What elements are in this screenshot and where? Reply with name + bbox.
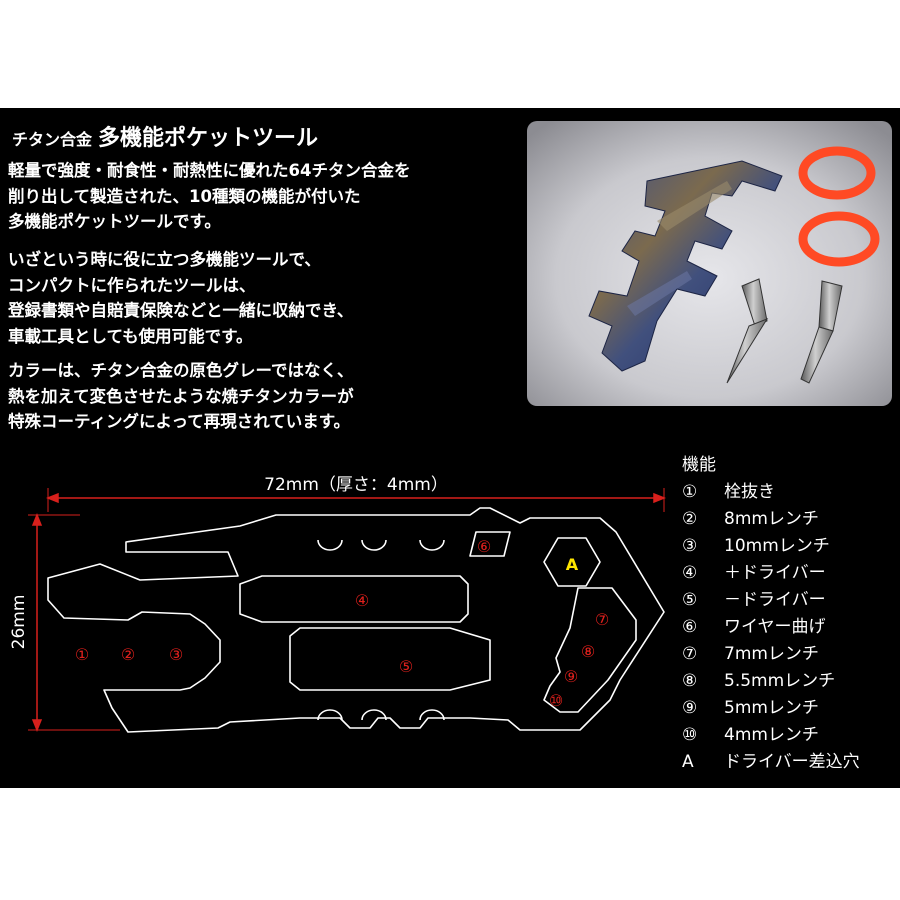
width-dimension <box>45 488 667 512</box>
text-line: いざという時に役に立つ多機能ツールで、 <box>8 250 321 269</box>
legend-item: ⑩ 4mmレンチ <box>682 722 860 749</box>
description-paragraph-2: いざという時に役に立つ多機能ツールで、 コンパクトに作られたツールは、 登録書類… <box>8 247 353 349</box>
page-title: チタン合金多機能ポケットツール <box>12 120 318 152</box>
marker-1: ① <box>75 645 89 664</box>
marker-a: A <box>566 555 579 574</box>
legend-number: ④ <box>682 563 698 583</box>
legend-label: 5.5mmレンチ <box>724 671 836 691</box>
legend-number: A <box>682 752 694 772</box>
marker-9: ⑨ <box>564 667 578 686</box>
legend-item: ⑧ 5.5mmレンチ <box>682 668 860 695</box>
text-line: カラーは、チタン合金の原色グレーではなく、 <box>8 361 354 380</box>
text-line: 特殊コーティングによって再現されています。 <box>8 412 351 431</box>
text-line: 登録書類や自賠責保険などと一緒に収納でき、 <box>8 301 354 320</box>
legend-number: ⑦ <box>682 644 698 664</box>
legend-label: 8mmレンチ <box>724 509 819 529</box>
phillips-bit <box>726 278 769 384</box>
text-line: コンパクトに作られたツールは、 <box>8 275 256 295</box>
marker-3: ③ <box>169 645 183 664</box>
legend-label: 5mmレンチ <box>724 698 819 718</box>
height-dimension <box>28 512 120 733</box>
marker-8: ⑧ <box>581 642 595 661</box>
legend-item: ⑥ ワイヤー曲げ <box>682 614 860 641</box>
text-line: 削り出して製造された、10種類の機能が付いた <box>8 186 361 206</box>
marker-7: ⑦ <box>595 610 609 629</box>
legend-label: 栓抜き <box>724 482 775 502</box>
title-main: 多機能ポケットツール <box>98 126 319 151</box>
product-photo <box>527 121 892 406</box>
legend-label: 7mmレンチ <box>724 644 819 664</box>
legend-number: ② <box>682 509 698 529</box>
flat-bit <box>800 280 843 384</box>
text-line: 車載工具としても使用可能です。 <box>8 326 253 346</box>
legend-number: ⑨ <box>682 698 698 718</box>
text-line: 多機能ポケットツールです。 <box>8 212 221 231</box>
o-ring-2 <box>798 211 880 267</box>
marker-10: ⑩ <box>549 691 563 710</box>
description-paragraph-1: 軽量で強度・耐食性・耐熱性に優れた64チタン合金を 削り出して製造された、10種… <box>8 158 410 235</box>
marker-2: ② <box>121 645 135 664</box>
legend-label: 10mmレンチ <box>724 536 830 556</box>
legend-item: ⑨ 5mmレンチ <box>682 695 860 722</box>
titanium-tool <box>588 160 783 372</box>
function-legend: 機能 ① 栓抜き ② 8mmレンチ ③ 10mmレンチ ④ ＋ドライバー ⑤ －ドライバー… <box>682 452 860 776</box>
legend-label: ＋ドライバー <box>724 563 826 583</box>
legend-label: －ドライバー <box>724 590 826 610</box>
description-paragraph-3: カラーは、チタン合金の原色グレーではなく、 熱を加えて変色させたような焼チタンカ… <box>8 358 354 435</box>
legend-number: ⑧ <box>682 671 698 691</box>
product-photo-illustration <box>527 121 892 406</box>
legend-item: ⑦ 7mmレンチ <box>682 641 860 668</box>
marker-4: ④ <box>355 591 369 610</box>
legend-label: ドライバー差込穴 <box>724 752 860 772</box>
legend-number: ① <box>682 482 698 502</box>
text-line: 熱を加えて変色させたような焼チタンカラーが <box>8 386 354 406</box>
legend-number: ③ <box>682 536 698 556</box>
legend-item: ① 栓抜き <box>682 479 860 506</box>
legend-number: ⑤ <box>682 590 698 610</box>
legend-number: ⑥ <box>682 617 698 637</box>
title-prefix: チタン合金 <box>12 130 93 149</box>
text-line: 軽量で強度・耐食性・耐熱性に優れた64チタン合金を <box>8 161 411 180</box>
width-label: 72mm（厚さ：4mm） <box>264 475 448 495</box>
diagram-markers: ① ② ③ ④ ⑤ ⑥ ⑦ ⑧ ⑨ ⑩ A <box>75 537 609 710</box>
legend-item: ③ 10mmレンチ <box>682 533 860 560</box>
legend-label: 4mmレンチ <box>724 725 819 745</box>
legend-label: ワイヤー曲げ <box>724 617 826 637</box>
marker-6: ⑥ <box>477 537 491 556</box>
tool-outline <box>47 507 665 733</box>
legend-item: A ドライバー差込穴 <box>682 749 860 776</box>
legend-item: ⑤ －ドライバー <box>682 587 860 614</box>
legend-item: ④ ＋ドライバー <box>682 560 860 587</box>
marker-5: ⑤ <box>399 657 413 676</box>
height-label: 26mm <box>9 595 29 650</box>
o-ring-1 <box>798 146 876 200</box>
legend-number: ⑩ <box>682 725 698 745</box>
legend-heading: 機能 <box>682 455 716 475</box>
legend-item: ② 8mmレンチ <box>682 506 860 533</box>
